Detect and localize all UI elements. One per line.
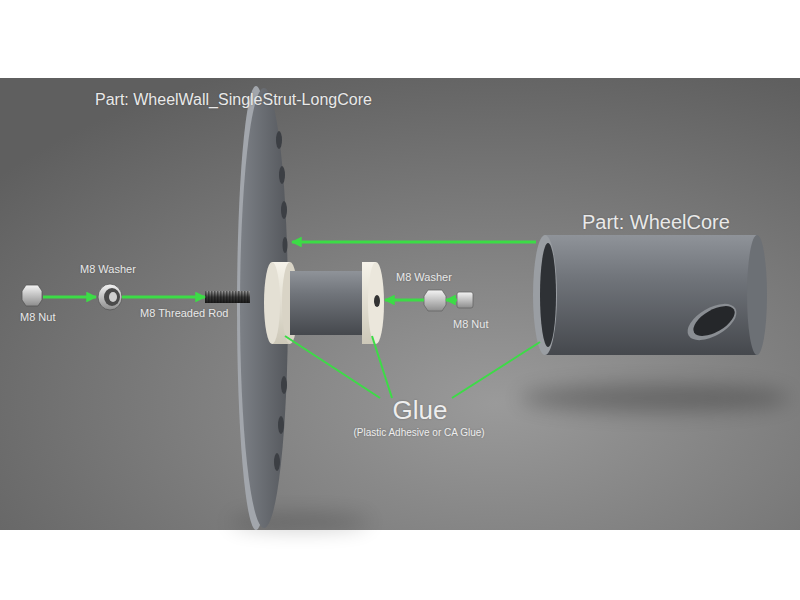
- wheel-core-end: [533, 235, 557, 355]
- part-label: Part: WheelWall_SingleStrut-LongCore: [95, 91, 372, 109]
- disc-hole: [276, 131, 282, 149]
- rod-thread: [205, 291, 250, 303]
- disc-hole: [279, 166, 285, 184]
- hex-nut: [22, 285, 42, 306]
- floor-shadow: [520, 384, 790, 412]
- part-label: Part: WheelCore: [582, 211, 730, 233]
- disc-hole: [278, 416, 284, 434]
- part-region: M8 Washer: [96, 284, 122, 310]
- disc-hole: [281, 201, 287, 219]
- part-label: M8 Nut: [20, 311, 55, 323]
- part-label: M8 Nut: [453, 318, 488, 330]
- washer: [424, 290, 446, 311]
- part-region: M8 Washer: [424, 289, 446, 311]
- part-region: M8 Nut: [21, 284, 43, 306]
- annotation-label: Glue: [393, 396, 448, 425]
- part-region: Part: WheelWall_SingleStrut-LongCore: [236, 86, 292, 530]
- hex-nut: [457, 292, 473, 308]
- washer-band: [104, 288, 120, 306]
- part-region: M8 Threaded Rod: [205, 290, 385, 304]
- washer: [98, 284, 122, 310]
- wheel-core-opening: [540, 243, 556, 347]
- assembly-arrow: [122, 296, 205, 299]
- part-region: M8 Nut: [457, 292, 473, 308]
- leader-line: [372, 336, 392, 398]
- rod-hole: [374, 295, 380, 307]
- part-label: M8 Threaded Rod: [140, 307, 228, 319]
- render-background: [0, 78, 800, 530]
- disc-hole: [283, 237, 288, 253]
- threaded-rod: [205, 291, 250, 303]
- part-label: M8 Washer: [80, 263, 136, 275]
- glue-leaders: [285, 336, 540, 398]
- spool-core: [290, 271, 364, 335]
- assembly-arrow: [385, 299, 424, 302]
- side-hole-rim: [682, 296, 743, 347]
- side-hole: [689, 300, 740, 342]
- assembly-arrow: [43, 296, 96, 299]
- leader-line: [452, 342, 540, 398]
- assembly-arrow: [446, 299, 457, 302]
- disc-hole: [281, 376, 287, 394]
- glue-ring: [368, 262, 384, 344]
- assembly-arrow: [292, 241, 536, 244]
- disc-hole: [274, 453, 280, 471]
- washer-hole: [109, 292, 117, 302]
- leader-line: [285, 336, 380, 398]
- glue-ring: [264, 262, 280, 344]
- wheel-core-end: [747, 235, 767, 355]
- part-label: M8 Washer: [396, 271, 452, 283]
- wheel-core-body: [545, 235, 757, 355]
- part-region: Part: WheelCore: [536, 233, 768, 357]
- annotation-label: (Plastic Adhesive or CA Glue): [353, 427, 484, 438]
